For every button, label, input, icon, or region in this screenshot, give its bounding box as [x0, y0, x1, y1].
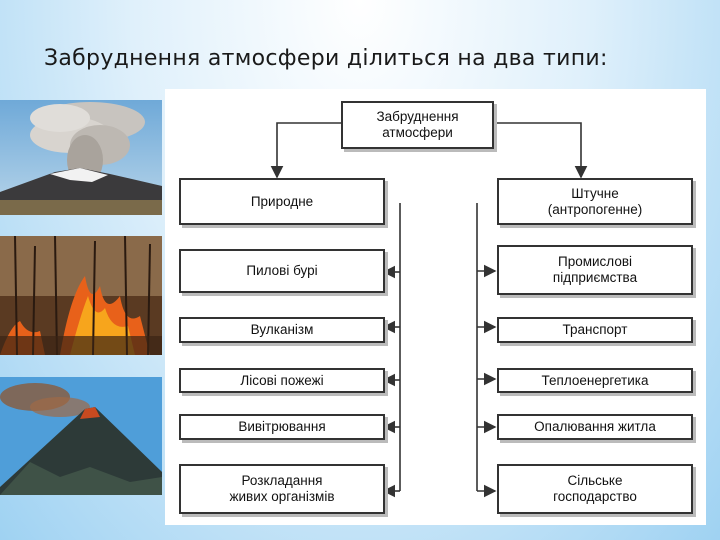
forest-fire-icon [0, 236, 162, 355]
volcano-mountain-icon [0, 377, 162, 495]
natural-item-box: Розкладання живих організмів [179, 464, 385, 514]
root-box: Забруднення атмосфери [341, 101, 494, 149]
artificial-item-box: Сільське господарство [497, 464, 693, 514]
slide-title: Забруднення атмосфери ділиться на два ти… [44, 46, 608, 71]
natural-header-box: Природне [179, 178, 385, 225]
diagram-connectors [270, 122, 588, 498]
artificial-item-box: Теплоенергетика [497, 368, 693, 393]
natural-item-box: Вивітрювання [179, 414, 385, 440]
volcano-eruption-photo [0, 100, 162, 215]
artificial-item-box: Транспорт [497, 317, 693, 343]
artificial-header-box: Штучне (антропогенне) [497, 178, 693, 225]
volcano-mountain-photo [0, 377, 162, 495]
natural-item-box: Пилові бурі [179, 249, 385, 293]
natural-item-box: Лісові пожежі [179, 368, 385, 393]
natural-item-box: Вулканізм [179, 317, 385, 343]
forest-fire-photo [0, 236, 162, 355]
volcano-eruption-icon [0, 100, 162, 215]
pollution-diagram: Забруднення атмосфери Природне Пилові бу… [165, 89, 706, 525]
artificial-item-box: Промислові підприємства [497, 245, 693, 295]
artificial-item-box: Опалювання житла [497, 414, 693, 440]
